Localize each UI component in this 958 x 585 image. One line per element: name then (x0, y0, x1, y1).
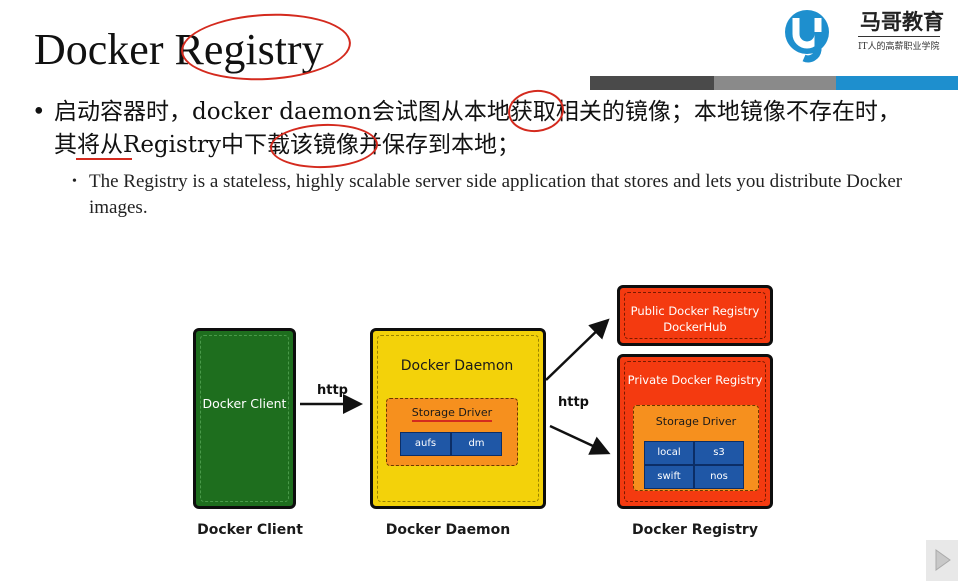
docker-client-box (193, 328, 296, 509)
header-bar-dark (590, 76, 714, 90)
caption-docker-daemon: Docker Daemon (385, 522, 511, 538)
driver-dm: dm (451, 432, 502, 456)
caption-docker-registry: Docker Registry (632, 522, 758, 538)
logo-name: 马哥教育 (860, 10, 944, 34)
docker-client-label: Docker Client (202, 396, 287, 411)
annotation-underline (76, 158, 132, 160)
logo-tagline: IT人的高薪职业学院 (858, 36, 940, 52)
dockerhub-label: DockerHub (663, 320, 727, 334)
daemon-storage-driver-label: Storage Driver (411, 406, 493, 419)
sub-bullet-dot-icon: • (72, 174, 77, 189)
arrow-daemon-to-private (549, 424, 611, 455)
bullet-dot-icon: • (32, 99, 46, 125)
public-registry-label: Public Docker Registry (630, 304, 760, 318)
storage-driver-underline (412, 420, 492, 422)
private-storage-driver-label: Storage Driver (655, 415, 737, 428)
title-annotation-circle (179, 9, 353, 85)
driver-nos: nos (694, 465, 744, 489)
driver-swift: swift (644, 465, 694, 489)
driver-aufs: aufs (400, 432, 451, 456)
private-registry-label: Private Docker Registry (627, 373, 763, 387)
sub-bullet-text: The Registry is a stateless, highly scal… (89, 171, 903, 218)
slide-nav-button[interactable] (926, 540, 958, 581)
driver-local: local (644, 441, 694, 465)
header-bar-blue (836, 76, 958, 90)
driver-s3: s3 (694, 441, 744, 465)
http-label-left: http (317, 383, 348, 398)
play-icon (935, 549, 951, 571)
docker-daemon-label: Docker Daemon (400, 358, 514, 374)
bullet-main-text: 启动容器时，docker daemon会试图从本地获取相关的镜像；本地镜像不存在… (54, 99, 901, 158)
header-bar-gray (714, 76, 836, 90)
logo-icon (785, 10, 829, 63)
http-label-right: http (558, 395, 589, 410)
public-registry-box (617, 285, 773, 346)
caption-docker-client: Docker Client (197, 522, 303, 538)
arrow-daemon-to-public (545, 318, 610, 381)
slide-title: Docker Registry (34, 25, 324, 74)
